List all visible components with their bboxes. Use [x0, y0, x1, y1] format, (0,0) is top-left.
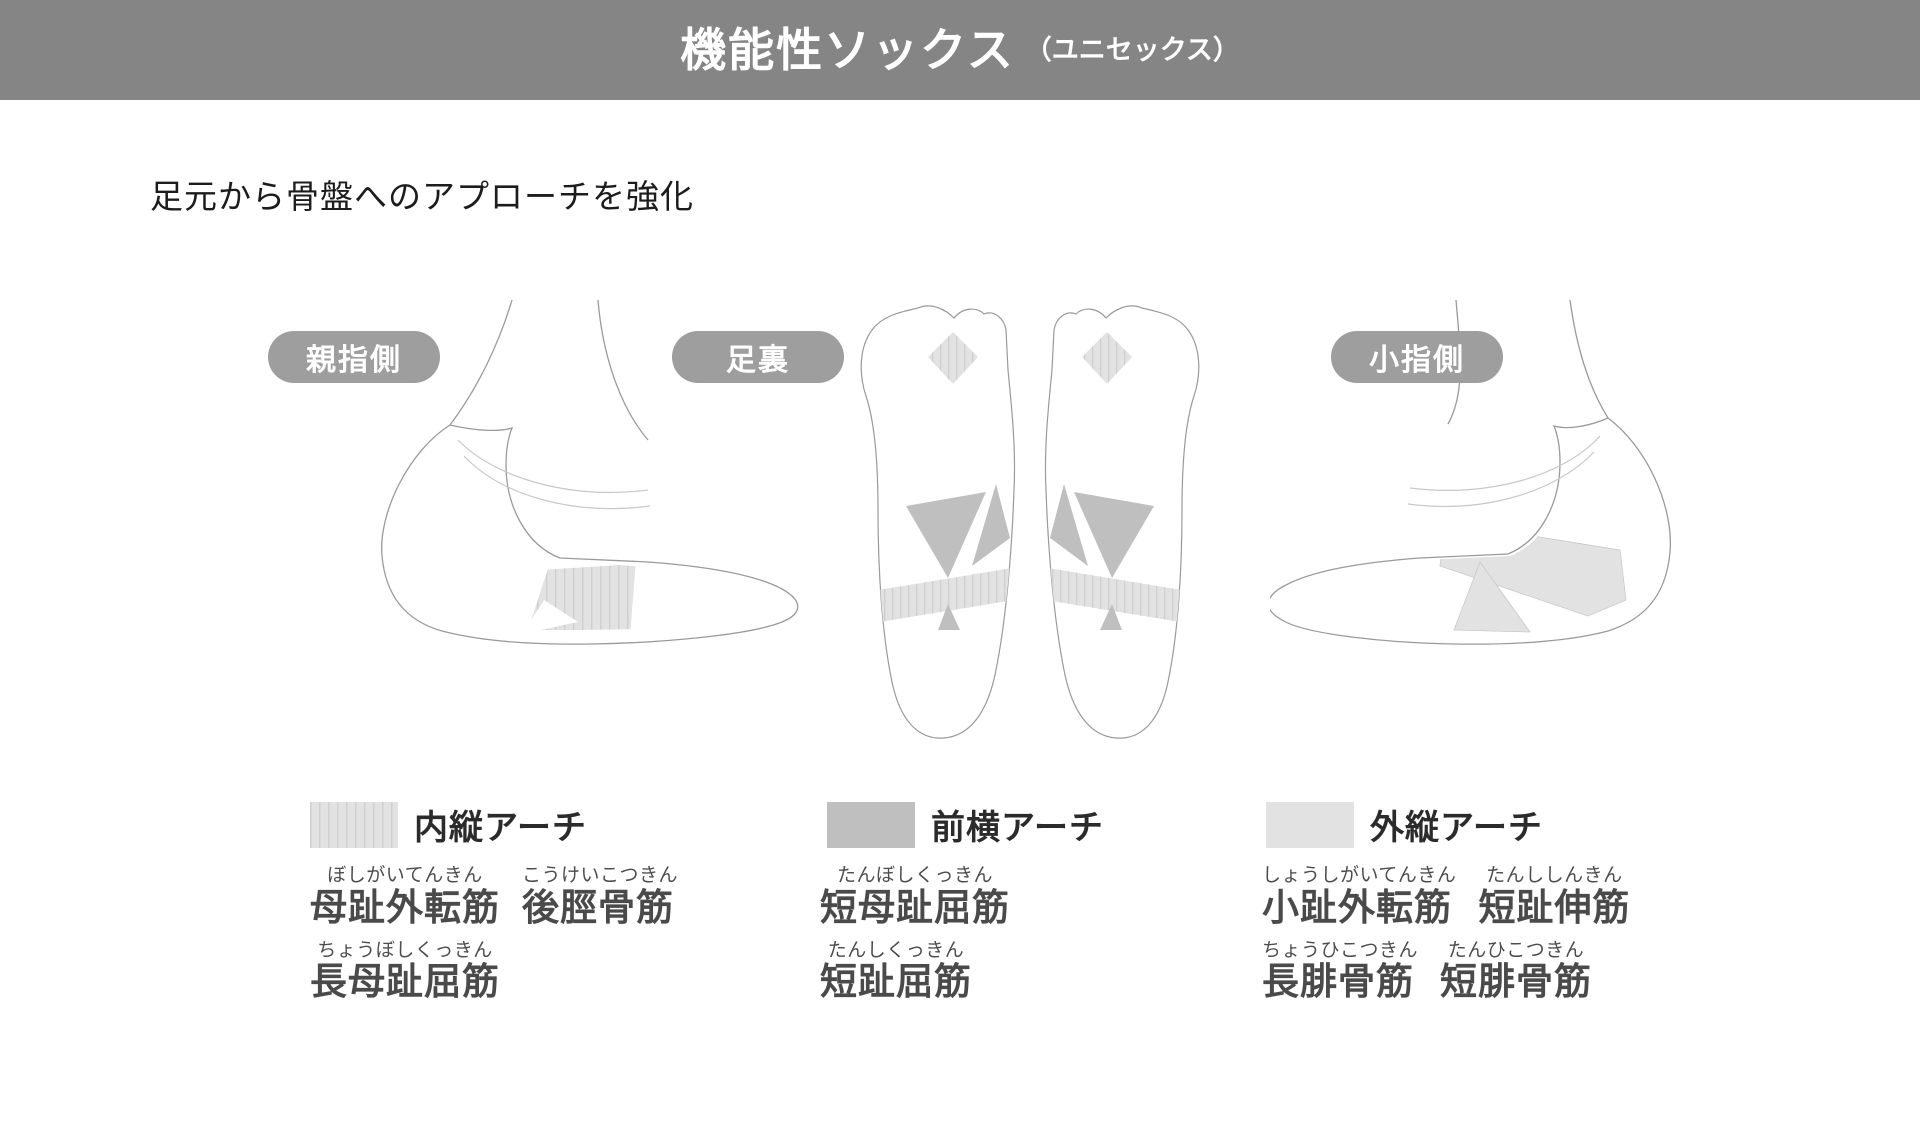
muscle-furigana: たんししんきん	[1486, 865, 1623, 886]
legend-swatch-light	[1266, 801, 1354, 848]
muscle-item: たんひこつきん 短腓骨筋	[1440, 939, 1593, 1004]
muscle-kanji: 短腓骨筋	[1440, 961, 1593, 1003]
muscle-furigana: たんひこつきん	[1447, 939, 1585, 961]
muscle-item: たんしくっきん 短趾屈筋	[820, 939, 972, 1004]
muscle-kanji: 短母趾屈筋	[820, 886, 1010, 928]
page-title: 機能性ソックス	[680, 24, 1015, 76]
arch-triangle-left-main	[906, 492, 986, 578]
arch-triangle-left-side	[972, 484, 1010, 566]
leg-outline-back-right	[1569, 300, 1609, 419]
cuff-line-2	[463, 455, 651, 510]
sock-illustration-sole-pair	[860, 305, 1200, 739]
muscle-item: たんししんきん 短趾伸筋	[1478, 865, 1631, 929]
legend-label-lateral-longitudinal: 外縦アーチ	[1370, 809, 1543, 847]
muscle-furigana: たんしくっきん	[827, 939, 965, 961]
muscle-furigana: たんぼしくっきん	[836, 865, 993, 886]
view-label-pinky-side: 小指側	[1331, 331, 1503, 383]
muscle-kanji: 短趾屈筋	[820, 961, 972, 1003]
toe-patch-right	[1082, 332, 1132, 384]
subtitle-text: 足元から骨盤へのアプローチを強化	[150, 178, 694, 215]
toe-patch-left	[928, 332, 978, 384]
view-label-sole: 足裏	[672, 331, 844, 383]
arch-zone-cutout	[522, 600, 578, 630]
muscle-row: たんしくっきん 短趾屈筋	[820, 939, 1010, 1004]
arch-zone-anterior-transverse	[501, 646, 622, 700]
cuff-line-right-1	[1409, 435, 1601, 491]
muscle-furigana: こうけいこつきん	[522, 865, 679, 886]
heel-triangle-right	[1100, 604, 1122, 630]
muscle-item: ぼしがいてんきん 母趾外転筋	[310, 865, 500, 929]
sock-outline	[381, 424, 799, 645]
muscle-row: ちょうぼしくっきん 長母趾屈筋	[310, 939, 678, 1004]
view-label-toe-side: 親指側	[268, 331, 440, 383]
muscle-furigana: しょうしがいてんきん	[1262, 865, 1457, 886]
muscle-kanji: 長母趾屈筋	[310, 961, 500, 1003]
muscle-group-sole: たんぼしくっきん 短母趾屈筋 たんしくっきん 短趾屈筋	[820, 865, 1010, 1015]
legend-swatch-solid	[827, 801, 915, 848]
transverse-band-right	[1046, 568, 1182, 622]
muscle-row: たんぼしくっきん 短母趾屈筋	[820, 865, 1010, 929]
sock-illustration-toe-side	[381, 300, 799, 700]
muscle-item: こうけいこつきん 後脛骨筋	[522, 865, 679, 929]
muscle-furigana: ぼしがいてんきん	[327, 865, 483, 886]
arch-triangle-lateral	[1453, 561, 1531, 633]
header-bar: 機能性ソックス （ユニセックス）	[0, 0, 1920, 100]
muscle-furigana: ちょうひこつきん	[1262, 939, 1419, 961]
cuff-line-right-2	[1407, 451, 1595, 507]
heel-triangle-left	[938, 604, 960, 630]
muscle-item: ちょうぼしくっきん 長母趾屈筋	[310, 939, 500, 1004]
sock-illustration-pinky-side	[1270, 300, 1672, 645]
page-title-qualifier: （ユニセックス）	[1024, 34, 1240, 65]
muscle-item: たんぼしくっきん 短母趾屈筋	[820, 865, 1010, 929]
muscle-item: ちょうひこつきん 長腓骨筋	[1262, 939, 1419, 1004]
legend-item-anterior-transverse: 前横アーチ	[827, 800, 1104, 849]
arch-triangle-right-side	[1050, 484, 1088, 566]
legend-swatch-striped	[310, 801, 398, 848]
muscle-row: しょうしがいてんきん 小趾外転筋 たんししんきん 短趾伸筋	[1262, 865, 1631, 929]
arch-triangle-right-main	[1074, 492, 1154, 578]
legend-label-medial-longitudinal: 内縦アーチ	[414, 809, 587, 847]
muscle-kanji: 小趾外転筋	[1262, 886, 1452, 928]
muscle-kanji: 母趾外転筋	[310, 886, 500, 928]
muscle-group-pinky-side: しょうしがいてんきん 小趾外転筋 たんししんきん 短趾伸筋 ちょうひこつきん 長…	[1262, 865, 1631, 1015]
transverse-band-left	[878, 568, 1014, 622]
muscle-group-toe-side: ぼしがいてんきん 母趾外転筋 こうけいこつきん 後脛骨筋 ちょうぼしくっきん 長…	[310, 865, 679, 1015]
legend-label-anterior-transverse: 前横アーチ	[931, 809, 1104, 847]
muscle-furigana: ちょうぼしくっきん	[317, 939, 493, 961]
leg-outline-front	[449, 300, 513, 426]
leg-outline-back	[597, 300, 649, 441]
muscle-row: ちょうひこつきん 長腓骨筋 たんひこつきん 短腓骨筋	[1262, 939, 1630, 1004]
muscle-kanji: 長腓骨筋	[1262, 961, 1414, 1003]
muscle-row: ぼしがいてんきん 母趾外転筋 こうけいこつきん 後脛骨筋	[310, 865, 679, 929]
muscle-item: しょうしがいてんきん 小趾外転筋	[1262, 865, 1457, 929]
cuff-line-1	[457, 439, 649, 493]
muscle-kanji: 後脛骨筋	[522, 886, 674, 928]
muscle-kanji: 短趾伸筋	[1478, 886, 1631, 928]
legend-item-lateral-longitudinal: 外縦アーチ	[1266, 800, 1543, 849]
legend-item-medial-longitudinal: 内縦アーチ	[310, 800, 587, 849]
